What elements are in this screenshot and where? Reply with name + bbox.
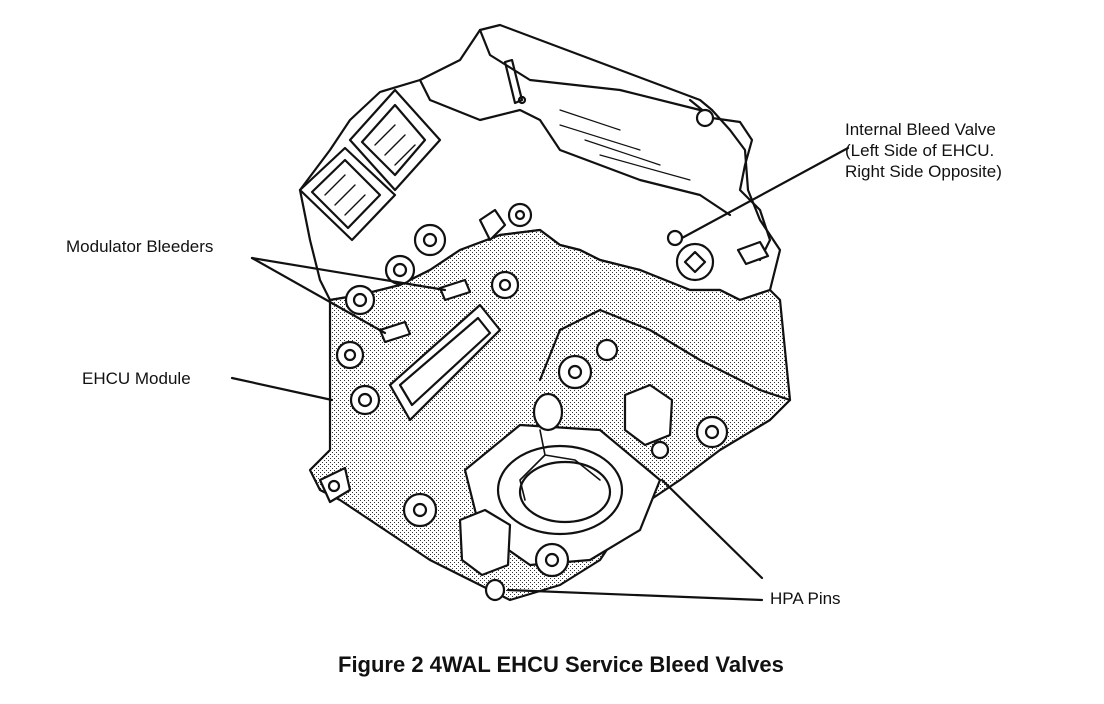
internal-bleed-valve-line-1: Internal Bleed Valve [845,120,996,139]
leader-hpa-lower [506,588,764,602]
hpa-pins-label: HPA Pins [770,589,841,608]
port-boss [384,254,416,286]
port-boss [349,384,381,416]
body-bolt [595,338,619,362]
hpa-bolt [695,415,729,449]
leader-modulator-2 [250,256,387,335]
connector-1-inner [310,158,382,230]
side-bracket [688,98,772,262]
center-fitting [478,208,507,242]
right-fitting [736,240,770,266]
mounting-tab [318,466,352,504]
modulator-bleeders-label: Modulator Bleeders [66,237,214,256]
connector-2-inner [360,103,427,177]
hpa-bolt [402,492,438,528]
body-edge-2 [538,328,562,382]
hpa-pin-right [623,383,674,447]
center-nut [490,270,520,300]
hpa-wire [519,429,601,501]
figure-caption: Figure 2 4WAL EHCU Service Bleed Valves [338,652,784,677]
internal-bleed-valve-line-3: Right Side Opposite) [845,162,1002,181]
bracket-bolt [695,108,715,128]
connector-1-pins [324,174,366,216]
modulator-bleeder-2 [378,320,412,344]
housing-edge [478,28,702,112]
hpa-bolt [557,354,593,390]
leader-bleed-valve [680,146,850,240]
ehcu-module-label: EHCU Module [82,369,191,388]
leader-hpa-upper [660,478,764,580]
modulator-bleeder-1 [438,278,472,302]
connector-2-pins [374,124,416,166]
housing-hatch [559,109,691,181]
connector-1 [298,146,397,242]
side-panel-inner [398,316,492,407]
housing-slot [503,58,524,105]
bleed-valve-nut [666,229,684,247]
port-boss [344,284,376,316]
port-boss [413,223,447,257]
housing-ridge [418,78,732,217]
hpa-ring-inner [518,460,612,524]
housing-screw [517,95,527,105]
hpa-pin-left [458,508,512,577]
connector-2 [348,88,442,192]
leader-ehcu-module [230,376,334,402]
port-boss [335,340,365,370]
internal-bleed-valve-line-2: (Left Side of EHCU. [845,141,995,160]
internal-bleed-valve [675,242,715,282]
leader-modulator-1 [250,256,447,292]
hpa-bolt [534,542,570,578]
body-edge [558,308,792,402]
port-boss [507,202,533,228]
side-panel [388,303,502,422]
internal-bleed-valve-label: Internal Bleed Valve (Left Side of EHCU.… [845,119,1002,182]
hpa-plug [532,392,564,432]
